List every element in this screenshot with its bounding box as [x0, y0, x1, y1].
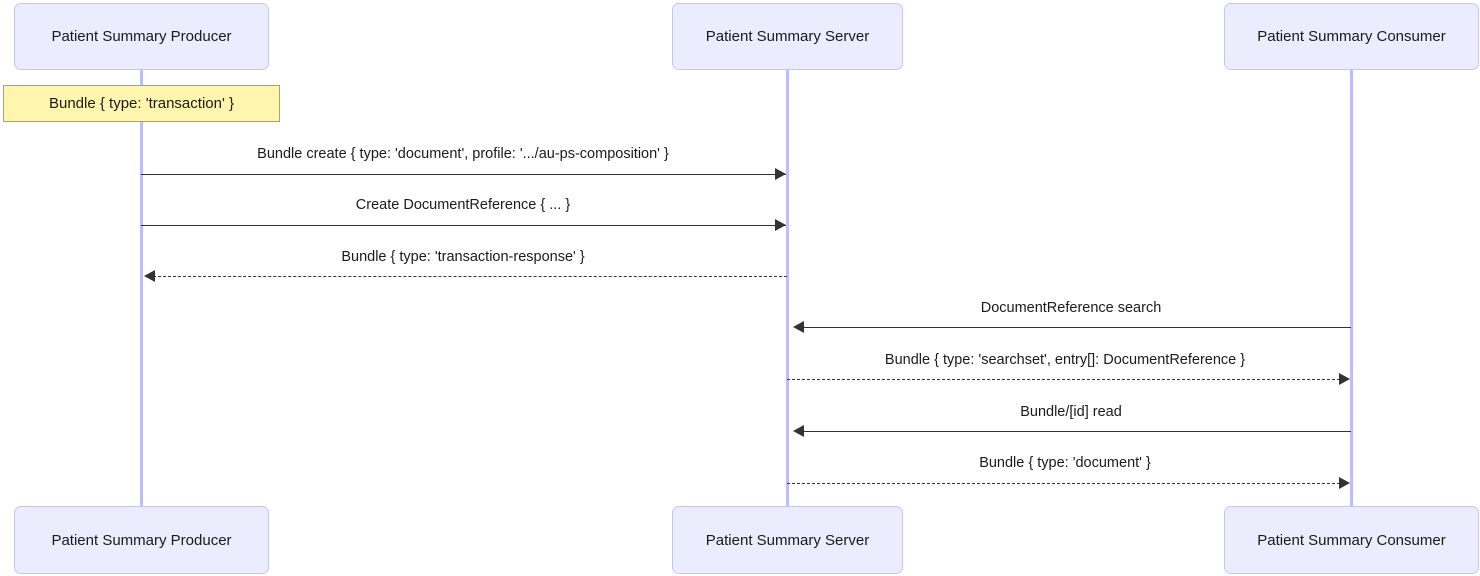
message-label-5: Bundle { type: 'searchset', entry[]: Doc… — [884, 352, 1246, 368]
message-arrowhead-4 — [793, 321, 804, 333]
message-line-4 — [798, 327, 1351, 328]
message-label-2: Create DocumentReference { ... } — [355, 197, 571, 213]
participant-producer-top[interactable]: Patient Summary Producer — [14, 3, 269, 70]
note-transaction: Bundle { type: 'transaction' } — [3, 85, 280, 122]
message-arrowhead-2 — [775, 219, 786, 231]
participant-server-bottom-label: Patient Summary Server — [705, 531, 870, 549]
lifeline-producer — [140, 70, 143, 506]
lifeline-consumer — [1350, 70, 1353, 506]
message-line-7 — [787, 483, 1340, 484]
note-transaction-label: Bundle { type: 'transaction' } — [48, 95, 235, 112]
lifeline-server — [786, 70, 789, 506]
participant-producer-bottom[interactable]: Patient Summary Producer — [14, 506, 269, 574]
message-line-3 — [148, 276, 787, 277]
message-label-1: Bundle create { type: 'document', profil… — [257, 146, 669, 162]
message-line-1 — [141, 174, 786, 175]
message-line-5 — [787, 379, 1340, 380]
message-arrowhead-7 — [1339, 477, 1350, 489]
message-label-3: Bundle { type: 'transaction-response' } — [341, 249, 585, 265]
message-line-6 — [798, 431, 1351, 432]
message-label-6: Bundle/[id] read — [1020, 404, 1122, 420]
message-arrowhead-1 — [775, 168, 786, 180]
participant-consumer-bottom[interactable]: Patient Summary Consumer — [1224, 506, 1479, 574]
message-arrowhead-6 — [793, 425, 804, 437]
message-line-2 — [141, 225, 786, 226]
message-arrowhead-3 — [144, 270, 155, 282]
participant-server-bottom[interactable]: Patient Summary Server — [672, 506, 903, 574]
participant-producer-top-label: Patient Summary Producer — [51, 28, 232, 45]
participant-consumer-bottom-label: Patient Summary Consumer — [1257, 531, 1446, 549]
message-label-4: DocumentReference search — [980, 300, 1162, 316]
message-arrowhead-5 — [1339, 373, 1350, 385]
participant-server-top-label: Patient Summary Server — [705, 28, 870, 45]
message-label-7: Bundle { type: 'document' } — [979, 455, 1151, 471]
participant-producer-bottom-label: Patient Summary Producer — [51, 531, 232, 549]
participant-consumer-top[interactable]: Patient Summary Consumer — [1224, 3, 1479, 70]
participant-server-top[interactable]: Patient Summary Server — [672, 3, 903, 70]
participant-consumer-top-label: Patient Summary Consumer — [1257, 28, 1446, 45]
